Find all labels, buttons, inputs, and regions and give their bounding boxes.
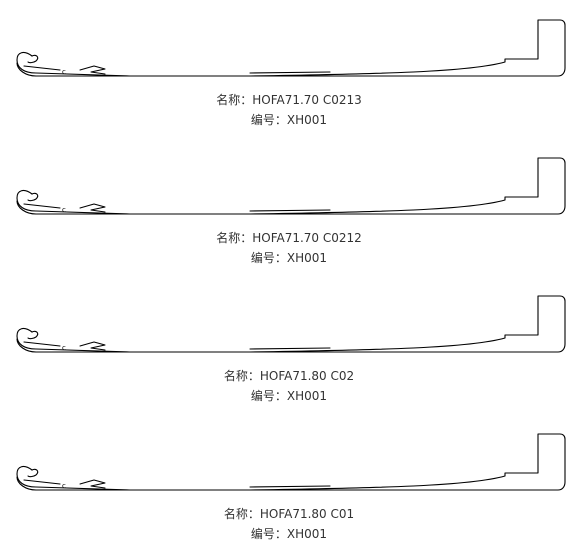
name-value: HOFA71.80 C01 xyxy=(259,507,355,521)
name-label: 名称： xyxy=(223,507,260,521)
knitting-needle-drawing: c xyxy=(16,295,566,353)
name-value: HOFA71.70 C0212 xyxy=(252,231,362,245)
code-value: XH001 xyxy=(286,389,328,403)
product-name: 名称：HOFA71.80 C02 xyxy=(0,369,578,383)
code-value: XH001 xyxy=(286,113,328,127)
name-label: 名称： xyxy=(216,231,253,245)
diagram-marker: c xyxy=(62,344,66,352)
code-label: 编号： xyxy=(250,251,287,265)
code-label: 编号： xyxy=(250,527,287,541)
code-label: 编号： xyxy=(250,389,287,403)
product-code: 编号：XH001 xyxy=(0,113,578,127)
knitting-needle-drawing: c xyxy=(16,157,566,215)
name-label: 名称： xyxy=(216,93,253,107)
diagram-marker: c xyxy=(62,206,66,214)
name-value: HOFA71.70 C0213 xyxy=(252,93,362,107)
product-code: 编号：XH001 xyxy=(0,251,578,265)
code-label: 编号： xyxy=(250,113,287,127)
product-item: c 名称：HOFA71.70 C0212 编号：XH001 xyxy=(0,138,578,276)
product-name: 名称：HOFA71.70 C0212 xyxy=(0,231,578,245)
product-code: 编号：XH001 xyxy=(0,527,578,541)
product-code: 编号：XH001 xyxy=(0,389,578,403)
code-value: XH001 xyxy=(286,527,328,541)
diagram-marker: c xyxy=(62,68,66,76)
knitting-needle-drawing: c xyxy=(16,19,566,77)
knitting-needle-drawing: c xyxy=(16,433,566,491)
name-label: 名称： xyxy=(223,369,260,383)
product-name: 名称：HOFA71.70 C0213 xyxy=(0,93,578,107)
code-value: XH001 xyxy=(286,251,328,265)
product-item: c 名称：HOFA71.80 C01 编号：XH001 xyxy=(0,414,578,552)
diagram-marker: c xyxy=(62,482,66,490)
name-value: HOFA71.80 C02 xyxy=(259,369,355,383)
product-name: 名称：HOFA71.80 C01 xyxy=(0,507,578,521)
product-item: c 名称：HOFA71.80 C02 编号：XH001 xyxy=(0,276,578,414)
product-item: c 名称：HOFA71.70 C0213 编号：XH001 xyxy=(0,0,578,138)
